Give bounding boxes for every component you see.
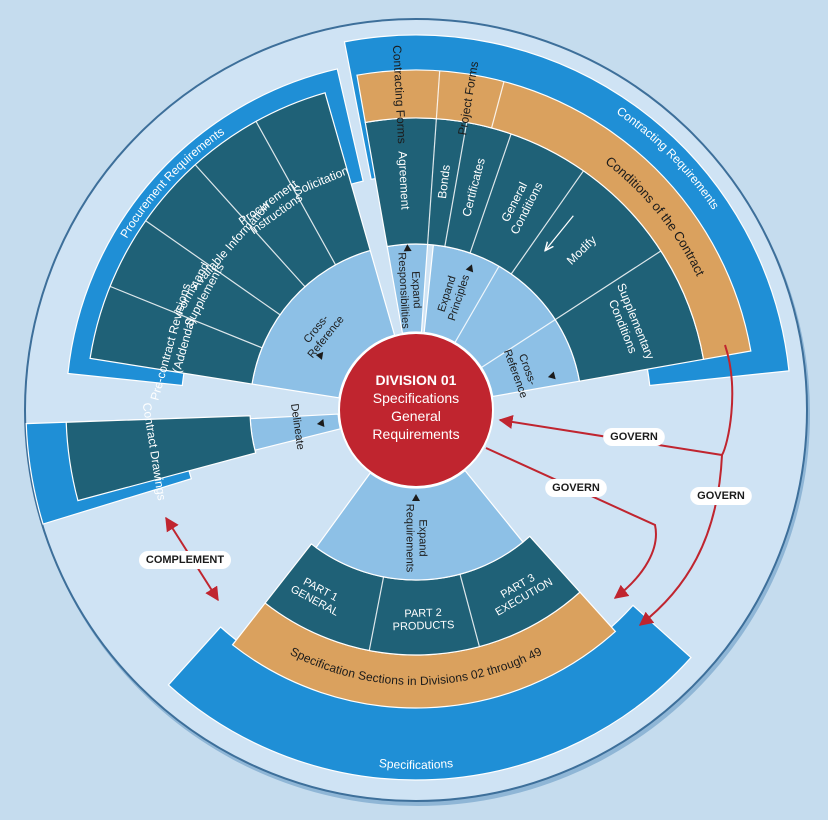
contracting-header-contracting-forms: Contracting Forms bbox=[390, 45, 409, 144]
contracting-inner-divider-1 bbox=[454, 265, 500, 343]
procurement-items bbox=[89, 92, 371, 385]
contracting-item-1: Agreement bbox=[395, 151, 412, 211]
complement-label: COMPLEMENT bbox=[146, 554, 225, 566]
drawings-item bbox=[65, 415, 257, 502]
delineate-arrow-icon bbox=[316, 419, 325, 427]
govern-label-1-pill bbox=[603, 428, 665, 446]
contracting-headers bbox=[356, 69, 752, 360]
govern-label-2: GOVERN bbox=[552, 482, 600, 494]
procurement-divider-1 bbox=[109, 285, 263, 349]
govern-label-2-pill bbox=[545, 479, 607, 497]
specifications-part-2-line-1: PART 2 bbox=[404, 607, 442, 620]
contracting-item-1-group: Agreement bbox=[395, 151, 412, 211]
specifications-expand-requirements-line-1: Expand bbox=[416, 519, 428, 556]
center-line-2: Specifications bbox=[373, 390, 459, 406]
modify-arrow bbox=[545, 215, 574, 251]
contracting-item-2: Bonds bbox=[435, 164, 453, 199]
govern-label-3: GOVERN bbox=[697, 490, 745, 502]
govern-label-1: GOVERN bbox=[610, 431, 658, 443]
govern-arrow-middle bbox=[485, 447, 657, 599]
contracting-header-divider-1 bbox=[435, 70, 441, 119]
specifications-part-divider-2 bbox=[368, 576, 385, 651]
expand-principles-arrow-icon bbox=[465, 264, 474, 273]
procurement-cross-reference-arrow-icon bbox=[315, 351, 324, 360]
specifications-part-2-line-2: PRODUCTS bbox=[392, 619, 454, 633]
contracting-item-divider-1 bbox=[426, 118, 437, 245]
contracting-inner-divider-2 bbox=[481, 319, 556, 369]
specifications-band-label-textpath: Specifications bbox=[378, 756, 453, 772]
contracting-header-divider-2 bbox=[490, 81, 505, 129]
contracting-item-divider-3 bbox=[469, 133, 512, 254]
center-circle bbox=[338, 332, 494, 488]
contracting-expand-responsibilities-line-2: Responsibilities bbox=[395, 252, 411, 329]
govern-label-3-pill bbox=[690, 487, 752, 505]
expand-responsibilities-arrow-icon bbox=[403, 244, 412, 252]
contracting-item-divider-5 bbox=[554, 250, 662, 321]
govern-label-1-group: GOVERN bbox=[603, 428, 665, 446]
contracting-item-divider-4 bbox=[510, 170, 584, 275]
expand-requirements-arrow-icon bbox=[412, 494, 420, 501]
procurement-divider-2 bbox=[145, 220, 281, 316]
complement-label-pill bbox=[139, 551, 231, 569]
center-line-3: General bbox=[391, 408, 441, 424]
govern-arrow-top bbox=[498, 344, 734, 457]
procurement-divider-3 bbox=[194, 164, 306, 288]
govern-label-2-group: GOVERN bbox=[545, 479, 607, 497]
govern-label-3-group: GOVERN bbox=[690, 487, 752, 505]
specifications-expand-requirements-line-2: Requirements bbox=[404, 504, 416, 573]
center-line-1: DIVISION 01 bbox=[376, 372, 457, 388]
contracting-cross-reference-arrow-icon bbox=[547, 371, 556, 380]
contracting-expand-responsibilities-line-1: Expand bbox=[409, 271, 423, 309]
govern-arrow-right bbox=[638, 454, 723, 626]
complement-label-group: COMPLEMENT bbox=[139, 551, 231, 569]
contracting-item-divider-2 bbox=[444, 122, 468, 247]
specifications-part-divider-1 bbox=[459, 574, 480, 647]
contracting-item-2-group: Bonds bbox=[435, 164, 453, 199]
procurement-divider-4 bbox=[255, 121, 337, 266]
center-line-4: Requirements bbox=[372, 426, 459, 442]
contracting-header-contracting-forms-group: Contracting Forms bbox=[390, 45, 409, 144]
specifications-band-label: Specifications bbox=[378, 756, 453, 772]
